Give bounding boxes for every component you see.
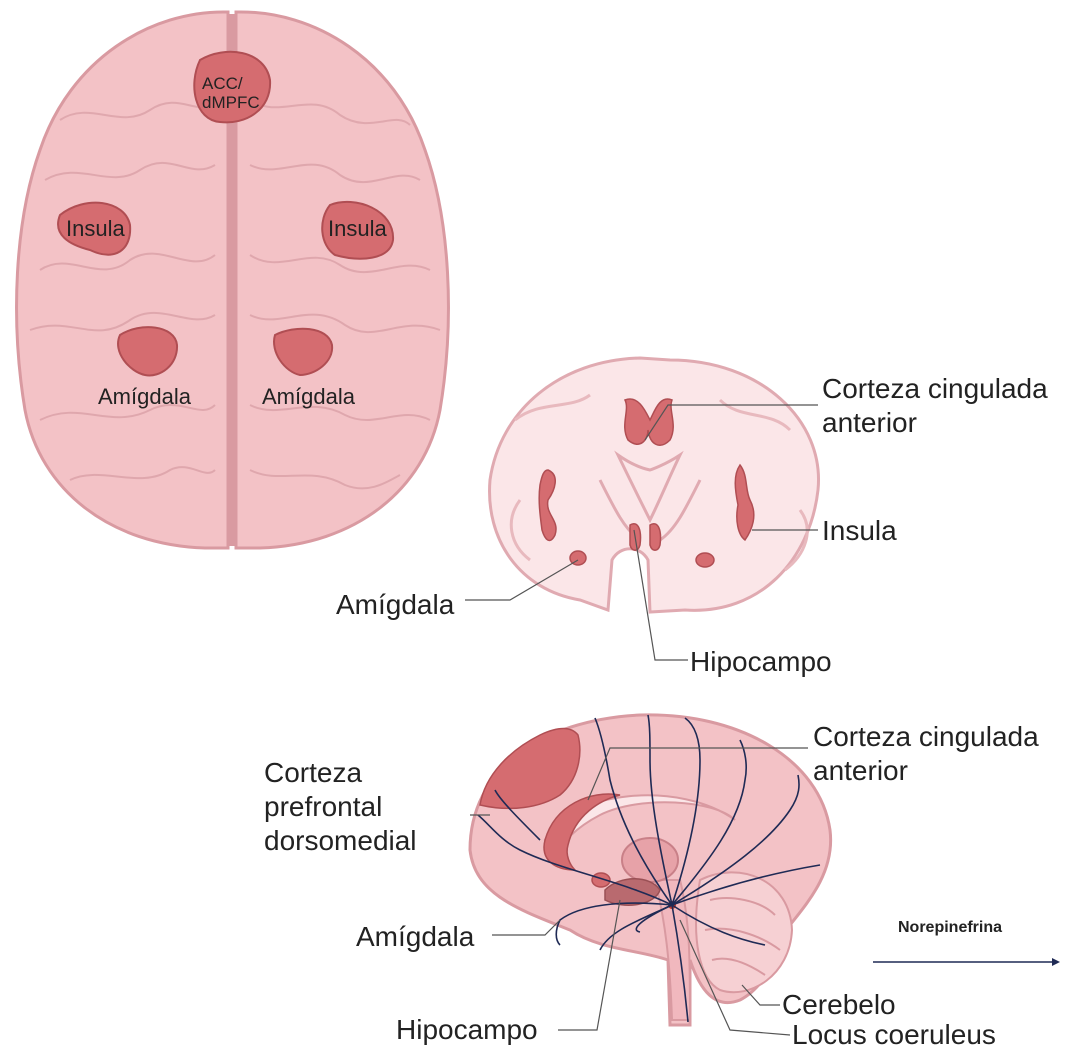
insula-right-label: Insula: [328, 216, 387, 242]
sagittal-cingulate-label: Corteza cingulada anterior: [813, 720, 1039, 788]
coronal-amygdala-label: Amígdala: [336, 588, 454, 622]
sagittal-prefrontal-label: Corteza prefrontal dorsomedial: [264, 756, 417, 858]
legend-arrow: [873, 958, 1060, 966]
sagittal-brain: [470, 715, 831, 1035]
coronal-hippocampus-label: Hipocampo: [690, 645, 832, 679]
amygdala-right-label: Amígdala: [262, 384, 355, 410]
sagittal-hippocampus-label: Hipocampo: [396, 1013, 538, 1047]
legend-label: Norepinefrina: [898, 919, 1002, 937]
coronal-amygdala-right: [696, 553, 714, 567]
coronal-insula-label: Insula: [822, 514, 897, 548]
coronal-brain: [465, 358, 819, 660]
sagittal-amygdala-label: Amígdala: [356, 920, 474, 954]
sagittal-locus-coeruleus-label: Locus coeruleus: [792, 1018, 996, 1052]
insula-left-label: Insula: [66, 216, 125, 242]
sagittal-cerebellum-label: Cerebelo: [782, 988, 896, 1022]
coronal-cingulate-label: Corteza cingulada anterior: [822, 372, 1048, 440]
amygdala-left-label: Amígdala: [98, 384, 191, 410]
acc-dmpfc-label: ACC/ dMPFC: [202, 74, 260, 112]
